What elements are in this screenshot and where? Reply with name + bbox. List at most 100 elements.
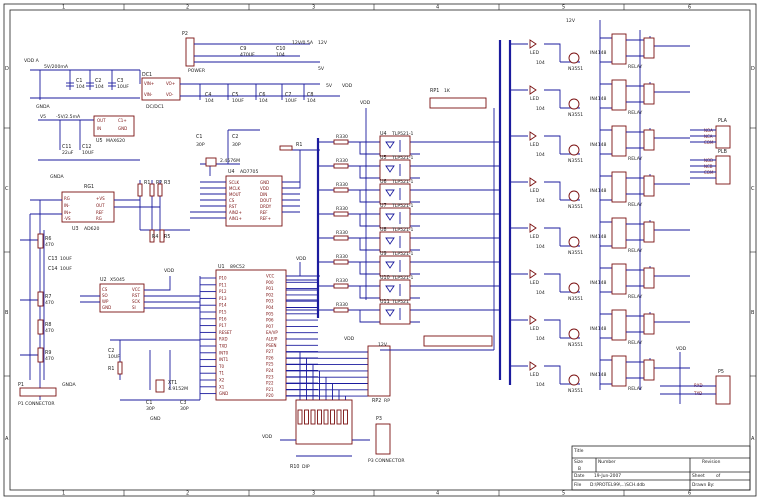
chip-u3-ad620 xyxy=(61,191,115,223)
svg-text:30P: 30P xyxy=(146,406,155,412)
svg-text:P2: P2 xyxy=(182,31,188,37)
svg-text:C6: C6 xyxy=(259,92,265,98)
svg-text:LED: LED xyxy=(530,96,539,102)
svg-text:R9: R9 xyxy=(45,350,51,356)
svg-text:PLA: PLA xyxy=(718,118,728,124)
svg-text:VIN-: VIN- xyxy=(144,92,153,97)
svg-text:MCLK: MCLK xyxy=(229,186,240,191)
svg-text:RELAY: RELAY xyxy=(628,340,643,346)
transistor-icon xyxy=(568,52,580,64)
u1-pin-label: P10 xyxy=(219,276,227,281)
svg-text:OUT: OUT xyxy=(96,203,105,208)
u1-pin-label: INT0 xyxy=(219,350,229,355)
svg-text:470: 470 xyxy=(45,328,54,334)
svg-text:REF+: REF+ xyxy=(260,216,271,221)
svg-text:12V: 12V xyxy=(566,18,576,24)
svg-text:N3551: N3551 xyxy=(568,158,583,164)
optocoupler-body xyxy=(379,159,411,181)
svg-text:U3: U3 xyxy=(72,226,79,232)
svg-text:N3551: N3551 xyxy=(568,204,583,210)
svg-text:R8: R8 xyxy=(45,322,51,328)
zone-label: 5 xyxy=(562,491,565,497)
svg-text:MOUT: MOUT xyxy=(229,192,242,197)
svg-text:10UF: 10UF xyxy=(285,98,297,104)
u1-pin-label: P14 xyxy=(219,303,227,308)
svg-text:IN4148: IN4148 xyxy=(590,188,607,194)
zone-label: D xyxy=(5,66,9,72)
zone-label: 5 xyxy=(562,5,565,11)
svg-text:C10: C10 xyxy=(276,46,285,52)
svg-text:VDD: VDD xyxy=(344,336,355,342)
u1-pin-label: X1 xyxy=(219,384,225,389)
svg-text:GND: GND xyxy=(260,180,269,185)
relay-coil xyxy=(611,33,627,65)
u1-pin-label: P11 xyxy=(219,282,227,287)
svg-text:30P: 30P xyxy=(196,142,205,148)
svg-text:IN4148: IN4148 xyxy=(590,142,607,148)
svg-text:-VS: -VS xyxy=(64,216,71,221)
u1-pin-label: P05 xyxy=(266,311,274,316)
svg-text:TLP521-1: TLP521-1 xyxy=(391,155,414,161)
u1-pin-label: PSEN xyxy=(266,343,276,348)
zone-label: 3 xyxy=(312,5,315,11)
svg-text:10UF: 10UF xyxy=(232,98,244,104)
v12-label: 12V xyxy=(318,40,328,46)
amplifier-section: RG IN- IN+ -VS +VS OUT REF RG U3 AD620 R… xyxy=(29,180,190,400)
u1-left-pins: P10P11P12P13P14P15P16P17RESETRXDTXDINT0I… xyxy=(200,276,232,396)
svg-text:U6: U6 xyxy=(380,179,387,185)
resistor xyxy=(333,283,349,289)
svg-text:C9: C9 xyxy=(240,46,246,52)
svg-text:R330: R330 xyxy=(336,230,348,236)
svg-text:AIN2+: AIN2+ xyxy=(229,210,242,215)
svg-text:104: 104 xyxy=(536,244,545,250)
svg-text:R330: R330 xyxy=(336,158,348,164)
dip-switch-element xyxy=(336,409,342,425)
svg-text:TLP521-1: TLP521-1 xyxy=(391,203,414,209)
dip-switch-element xyxy=(304,409,309,425)
u1-pin-label: P16 xyxy=(219,316,227,321)
svg-text:IN4148: IN4148 xyxy=(590,50,607,56)
transistor-icon xyxy=(568,236,580,248)
u1-pin-label: P06 xyxy=(266,318,274,323)
svg-text:X5045: X5045 xyxy=(110,277,125,283)
svg-text:104: 104 xyxy=(76,84,85,90)
resistor xyxy=(333,163,349,169)
chip-u4-ad7705 xyxy=(225,175,283,227)
svg-text:R10: R10 xyxy=(290,464,299,470)
svg-text:1K: 1K xyxy=(444,88,451,94)
svg-text:RG: RG xyxy=(64,196,70,201)
svg-text:RG1: RG1 xyxy=(84,184,94,190)
svg-text:104: 104 xyxy=(276,52,285,58)
svg-text:IN-: IN- xyxy=(64,203,70,208)
svg-text:IN4148: IN4148 xyxy=(590,96,607,102)
svg-text:12V: 12V xyxy=(378,342,388,348)
svg-text:C1: C1 xyxy=(76,78,82,84)
svg-text:GND: GND xyxy=(150,416,161,422)
svg-text:VDD: VDD xyxy=(676,346,687,352)
svg-text:C3: C3 xyxy=(117,78,123,84)
svg-text:VDD: VDD xyxy=(296,256,307,262)
led-icon xyxy=(385,261,395,269)
svg-text:U4: U4 xyxy=(228,169,235,175)
svg-text:C8: C8 xyxy=(307,92,313,98)
svg-text:104: 104 xyxy=(536,106,545,112)
svg-text:REF: REF xyxy=(96,210,104,215)
zone-label: C xyxy=(5,186,9,192)
svg-text:22uF: 22uF xyxy=(62,150,74,156)
u1-pin-label: P01 xyxy=(266,286,274,291)
transistor-icon xyxy=(568,98,580,110)
svg-text:VDD: VDD xyxy=(164,268,175,274)
svg-text:LED: LED xyxy=(530,280,539,286)
dip-switch-element xyxy=(297,409,303,425)
svg-text:C3: C3 xyxy=(180,400,186,406)
